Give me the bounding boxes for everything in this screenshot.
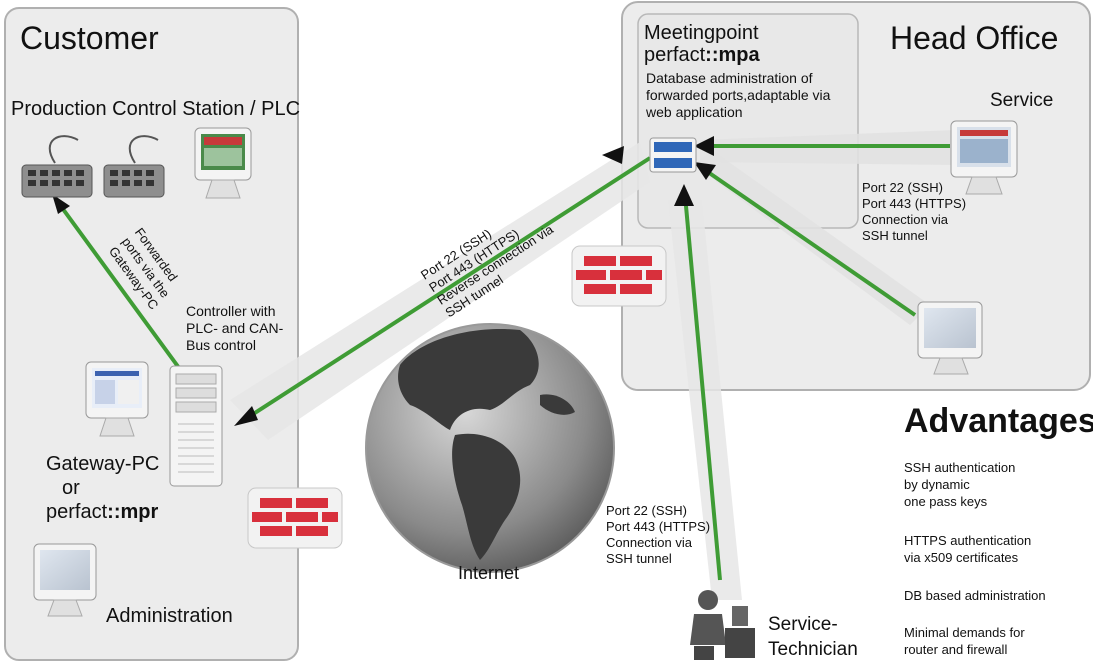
monitor-icon-gateway (85, 361, 149, 437)
monitor-icon-admin (33, 543, 97, 617)
head-office-title: Head Office (890, 20, 1059, 56)
service-label: Service (990, 90, 1054, 111)
globe-icon (365, 323, 615, 573)
tunnel-beam-main (230, 142, 650, 440)
keyboard-icon-1 (21, 135, 93, 198)
advantage-item: HTTPS authentication via x509 certificat… (904, 533, 1032, 565)
connection-arrows (58, 144, 950, 581)
production-control-label: Production Control Station / PLC (11, 98, 301, 120)
monitor-icon-service (950, 120, 1018, 195)
mpa-description: Database administration of forwarded por… (646, 70, 831, 120)
customer-title: Customer (20, 20, 159, 56)
administration-label: Administration (106, 605, 233, 627)
arrow-heads (52, 136, 716, 426)
gateway-label: Gateway-PC or perfact::mpr (46, 453, 160, 523)
service-connection-label: Port 22 (SSH) Port 443 (HTTPS) Connectio… (862, 180, 967, 243)
advantages-title: Advantages (904, 402, 1093, 440)
arrowhead-gateway (234, 406, 258, 426)
monitor-icon-workstation (917, 301, 983, 375)
server-tower-icon (169, 365, 223, 487)
advantage-item: DB based administration (904, 588, 1046, 603)
advantage-item: Minimal demands for router and firewall (904, 625, 1025, 657)
controller-label: Controller with PLC- and CAN- Bus contro… (186, 303, 284, 353)
firewall-icon-customer (247, 487, 343, 549)
arrowhead-mpa-bottom-right (694, 162, 716, 180)
monitor-icon-plc (194, 127, 252, 199)
arrowhead-mpa-left (602, 146, 624, 164)
arrowhead-mpa-right (694, 136, 714, 156)
technician-label: Service- Technician (768, 614, 858, 660)
meetingpoint-title: Meetingpoint perfact::mpa (644, 22, 760, 66)
technician-icon (690, 590, 755, 660)
arrow-gateway-to-plc (58, 203, 184, 374)
mpa-switch-icon (649, 137, 697, 173)
arrowhead-mpa-bottom (674, 184, 694, 206)
keyboard-icon-2 (103, 135, 165, 198)
technician-connection-label: Port 22 (SSH) Port 443 (HTTPS) Connectio… (606, 503, 711, 566)
tunnel-beam-workstation (694, 150, 930, 325)
arrow-workstation-to-mpa (703, 168, 917, 317)
arrow-mpa-to-gateway (242, 156, 652, 422)
internet-label: Internet (458, 563, 520, 583)
arrowhead-plc (52, 194, 70, 214)
meetingpoint-panel (637, 13, 859, 229)
arrow-technician-to-mpa (683, 194, 722, 581)
advantage-item: SSH authentication by dynamic one pass k… (904, 460, 1016, 509)
firewall-icon-headoffice (571, 245, 667, 307)
